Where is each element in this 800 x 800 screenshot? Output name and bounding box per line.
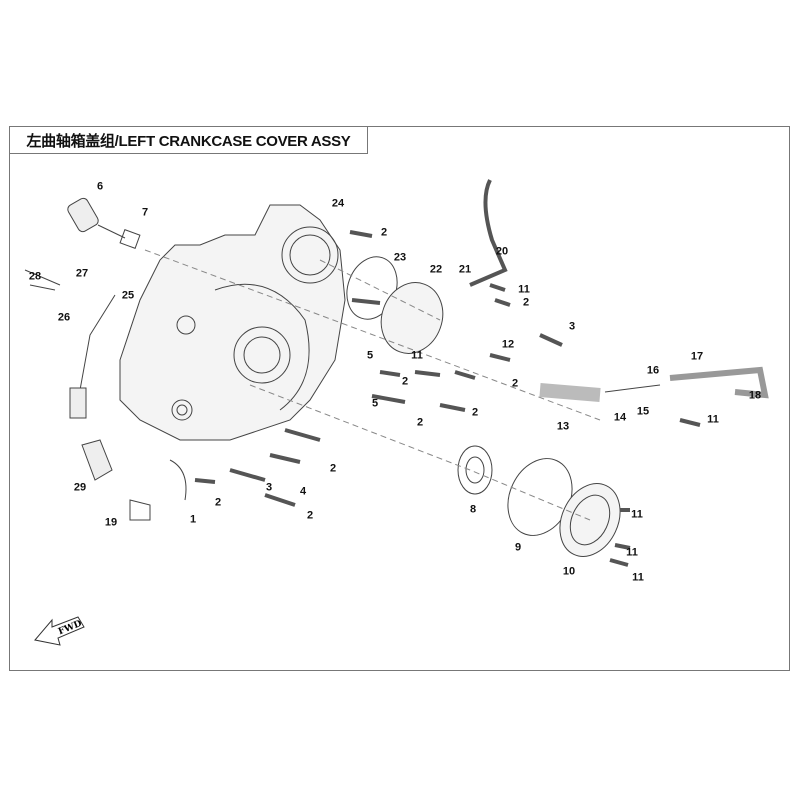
part-callout-2: 2 bbox=[522, 296, 530, 309]
part-callout-14: 14 bbox=[613, 411, 627, 424]
part-callout-24: 24 bbox=[331, 197, 345, 210]
dashed-assembly-lines bbox=[144, 249, 601, 521]
part-callout-4: 4 bbox=[299, 485, 307, 498]
part-callout-1: 1 bbox=[189, 513, 197, 526]
diagram-title: 左曲轴箱盖组/LEFT CRANKCASE COVER ASSY bbox=[9, 126, 368, 154]
bolts bbox=[194, 230, 701, 567]
part-callout-26: 26 bbox=[57, 311, 71, 324]
breather-hose bbox=[469, 179, 769, 402]
part-callout-18: 18 bbox=[748, 389, 762, 402]
part-callout-3: 3 bbox=[265, 481, 273, 494]
part-callout-29: 29 bbox=[73, 481, 87, 494]
part-callout-2: 2 bbox=[214, 496, 222, 509]
part-callout-2: 2 bbox=[401, 375, 409, 388]
part-callout-12: 12 bbox=[501, 338, 515, 351]
part-callout-7: 7 bbox=[141, 206, 149, 219]
part-callout-22: 22 bbox=[429, 263, 443, 276]
part-callout-2: 2 bbox=[329, 462, 337, 475]
part-callout-11: 11 bbox=[631, 508, 643, 521]
part-callout-15: 15 bbox=[636, 405, 650, 418]
part-callout-9: 9 bbox=[514, 541, 522, 554]
part-callout-11: 11 bbox=[626, 546, 638, 559]
part-callout-2: 2 bbox=[471, 406, 479, 419]
part-callout-13: 13 bbox=[556, 420, 570, 433]
part-callout-11: 11 bbox=[632, 571, 644, 584]
part-callout-19: 19 bbox=[104, 516, 118, 529]
part-callout-25: 25 bbox=[121, 289, 135, 302]
part-callout-11: 11 bbox=[411, 349, 423, 362]
part-callout-28: 28 bbox=[28, 270, 42, 283]
gaskets-and-covers bbox=[346, 256, 621, 557]
forward-arrow-icon: FWD bbox=[34, 616, 85, 646]
part-callout-17: 17 bbox=[690, 350, 704, 363]
part-callout-2: 2 bbox=[416, 416, 424, 429]
part-callout-2: 2 bbox=[511, 377, 519, 390]
diagram-frame bbox=[9, 126, 790, 671]
part-callout-16: 16 bbox=[646, 364, 660, 377]
part-callout-8: 8 bbox=[469, 503, 477, 516]
sensor-and-wire bbox=[24, 269, 116, 419]
part-callout-10: 10 bbox=[562, 565, 576, 578]
clip-and-cap bbox=[81, 439, 187, 521]
crankcase-cover bbox=[119, 204, 346, 441]
part-callout-2: 2 bbox=[380, 226, 388, 239]
part-callout-11: 11 bbox=[707, 413, 719, 426]
part-callout-23: 23 bbox=[393, 251, 407, 264]
part-callout-20: 20 bbox=[495, 245, 509, 258]
part-callout-5: 5 bbox=[371, 397, 379, 410]
part-callout-5: 5 bbox=[366, 349, 374, 362]
part-callout-11: 11 bbox=[518, 283, 530, 296]
part-callout-6: 6 bbox=[96, 180, 104, 193]
part-callout-2: 2 bbox=[306, 509, 314, 522]
part-callout-21: 21 bbox=[458, 263, 472, 276]
part-callout-27: 27 bbox=[75, 267, 89, 280]
part-callout-3: 3 bbox=[568, 320, 576, 333]
plug-and-bolt bbox=[67, 197, 141, 249]
